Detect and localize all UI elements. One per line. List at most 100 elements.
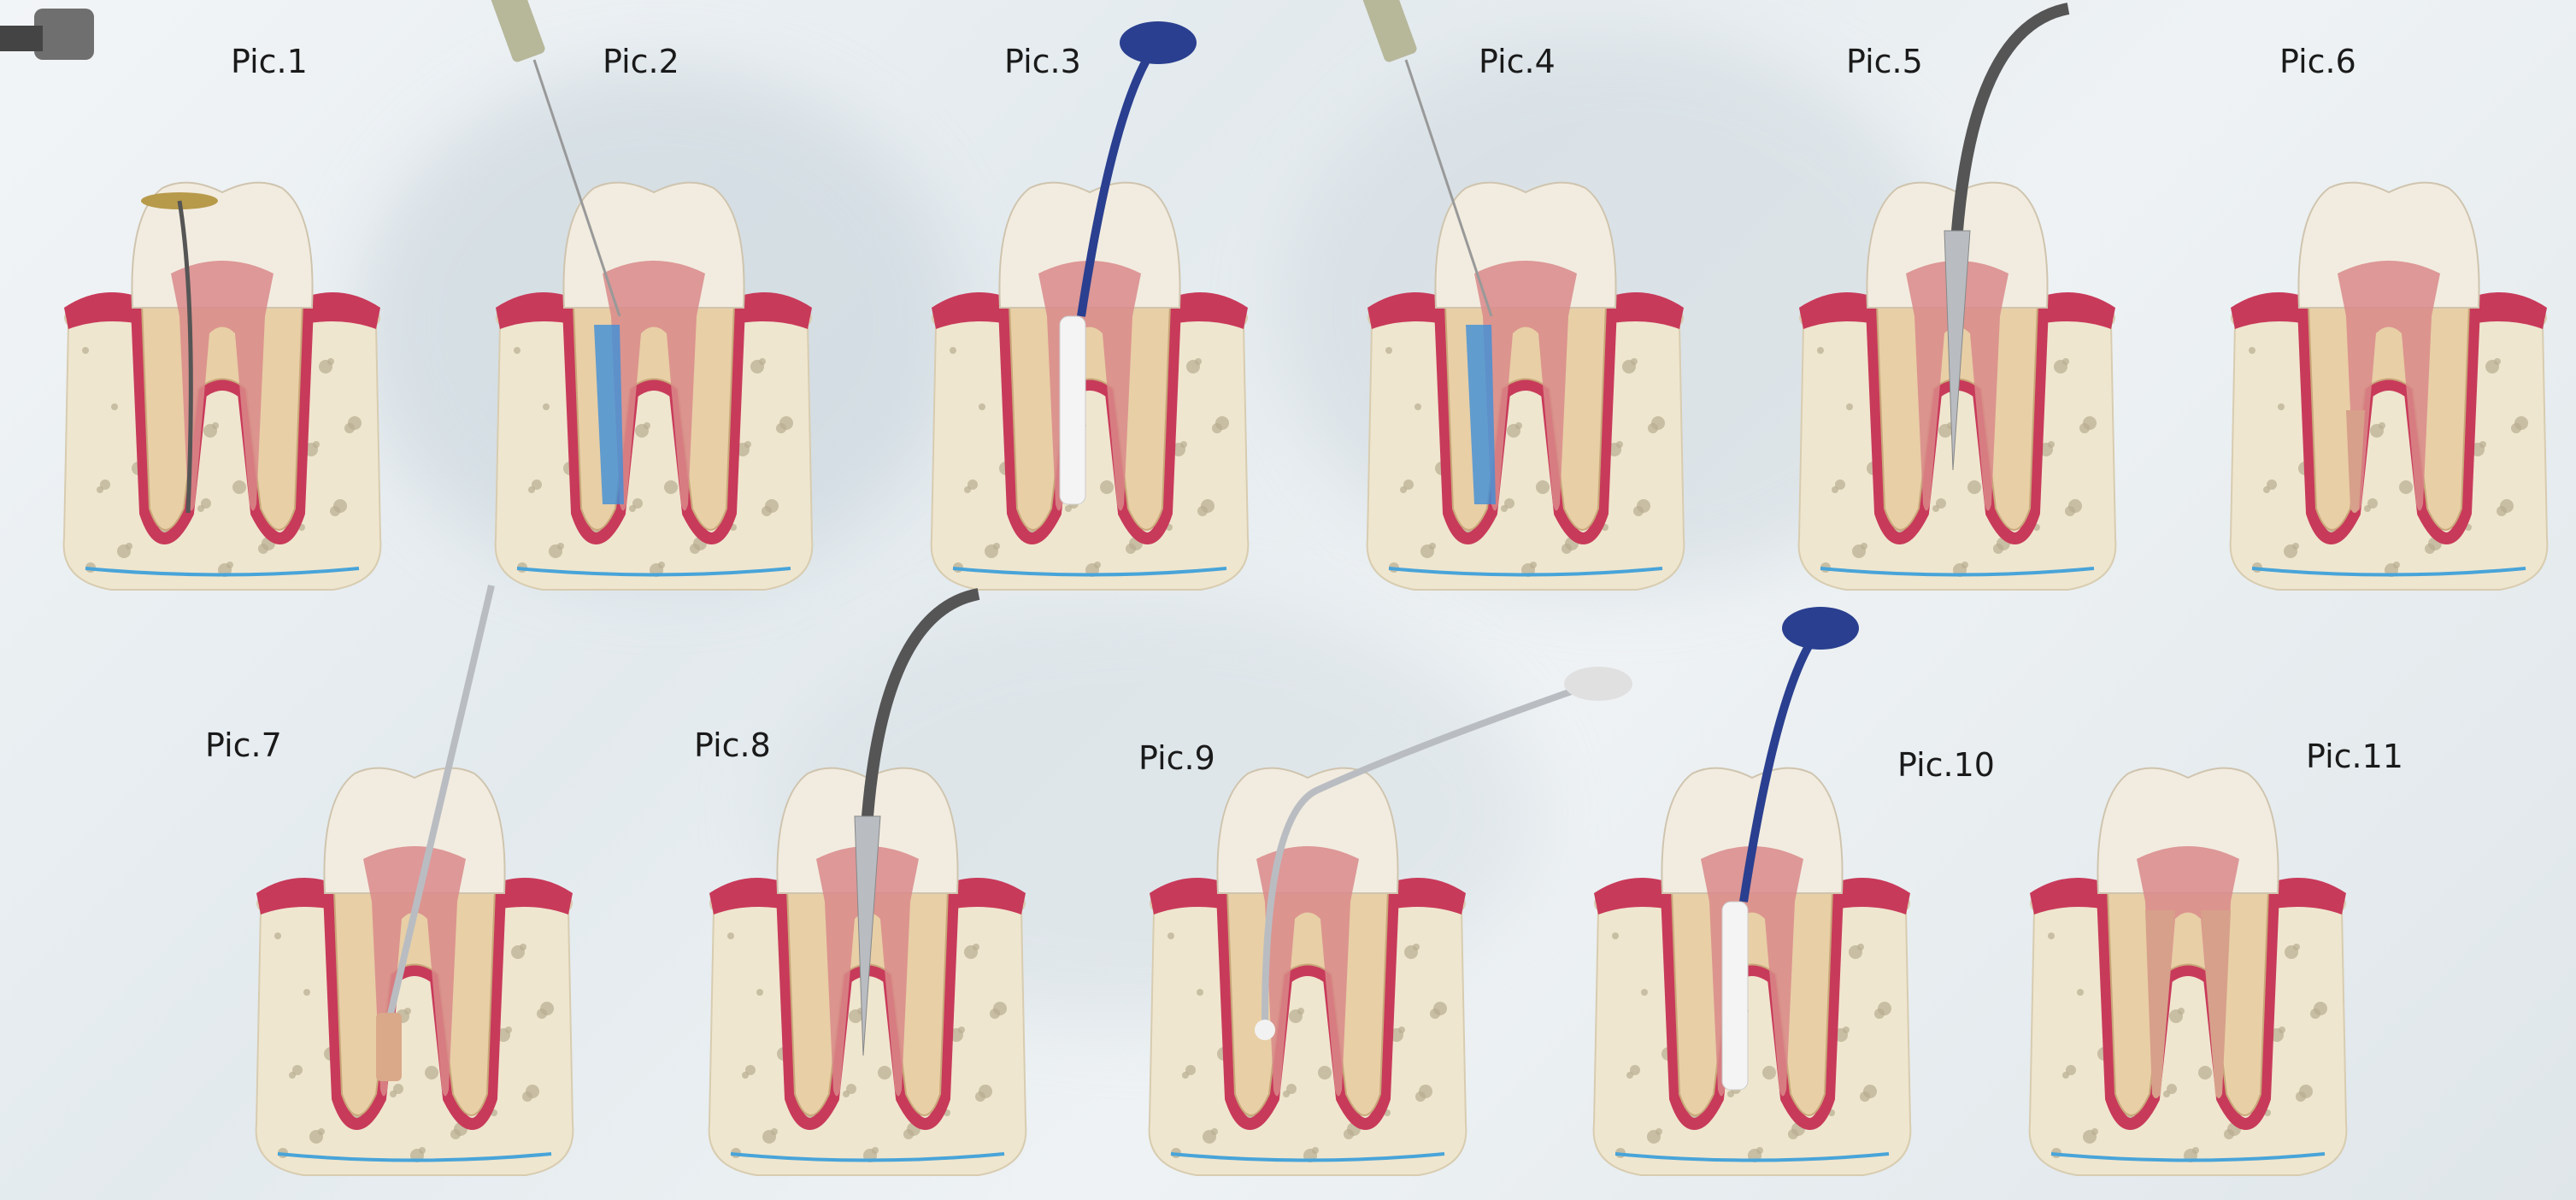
pulp (603, 261, 705, 511)
bone-pore (274, 932, 281, 939)
pulp (1256, 846, 1359, 1097)
gum-left (64, 292, 145, 329)
bone-pore (878, 1066, 891, 1079)
bone-pore (404, 1008, 411, 1015)
bone-pore (993, 1002, 1007, 1015)
gum-right (299, 292, 380, 329)
bone-pore (201, 498, 211, 509)
bone-pore (1536, 480, 1550, 494)
bone-pore (1167, 932, 1174, 939)
bone-pore (348, 416, 362, 430)
bone-pore (126, 543, 132, 550)
nerve (1820, 567, 2095, 577)
instrument (1361, 0, 1496, 504)
bone-pore (292, 1065, 303, 1075)
bone-pore (779, 416, 793, 430)
bone-pore (2249, 347, 2255, 354)
panel-label: Pic.5 (1846, 43, 1923, 80)
gum-right (1167, 292, 1248, 329)
bone-pore (872, 1147, 879, 1154)
pulp (816, 846, 919, 1097)
bone-pore (2062, 358, 2069, 365)
bone-pore (82, 347, 89, 354)
bone-pore (557, 543, 564, 550)
instrument (2346, 410, 2365, 513)
canal-fill-left (2145, 910, 2175, 1098)
panel-label: Pic.3 (1004, 43, 1081, 80)
bone-pore (727, 932, 734, 939)
bone-pore (756, 989, 763, 996)
bone-pore (532, 479, 542, 490)
plugger-handle (862, 588, 980, 817)
apical-fill (2346, 410, 2365, 513)
gutta-percha-cone (376, 1013, 402, 1081)
bone-pore (1286, 1084, 1297, 1094)
syringe-needle (532, 59, 621, 317)
nerve (2251, 567, 2526, 577)
bone-pore (979, 403, 985, 410)
tooth-diagram (1148, 667, 1632, 1176)
cotton-point (1059, 315, 1086, 505)
bone-pore (1878, 1002, 1891, 1015)
instrument (0, 9, 218, 514)
bone-pore (2379, 422, 2385, 429)
bone-pore (1843, 1026, 1850, 1033)
bone-pore (1185, 1065, 1196, 1075)
panel-label: Pic.9 (1138, 739, 1215, 777)
bone-pore (1817, 347, 1824, 354)
bone-pore (1846, 403, 1853, 410)
nerve (277, 1152, 552, 1162)
bone-pore (993, 543, 1000, 550)
bone-pore (100, 479, 110, 490)
bone-pore (327, 358, 334, 365)
endo-file (177, 200, 193, 514)
gum-left (2231, 292, 2312, 329)
bone-pore (2048, 441, 2055, 448)
bone-pore (1419, 1085, 1432, 1098)
bone-pore (644, 422, 650, 429)
bone-pore (1835, 479, 1845, 490)
instrument (1059, 21, 1197, 505)
bone-pore (1651, 416, 1665, 430)
bone-pore (540, 1002, 554, 1015)
bone-pore (1967, 480, 1981, 494)
bone-pore (393, 1084, 403, 1094)
bone-pore (1861, 543, 1867, 550)
bone-pore (745, 1065, 756, 1075)
bone-pore (526, 1085, 539, 1098)
gum-right (731, 292, 812, 329)
bone-pore (333, 499, 347, 513)
instrument (2145, 910, 2231, 1098)
tooth-diagram (1361, 0, 1685, 591)
instrument (854, 588, 980, 1056)
bone-pore (958, 1026, 965, 1033)
bone-pore (2367, 498, 2378, 509)
bone-pore (967, 479, 978, 490)
bone-pore (1201, 499, 1214, 513)
handpiece-head (34, 9, 94, 60)
spreader-shaft (1262, 685, 1583, 1022)
gum-right (944, 878, 1026, 915)
gum-right (1603, 292, 1684, 329)
syringe-needle (1404, 59, 1493, 317)
irrigant (594, 325, 624, 504)
gum-right (1385, 878, 1466, 915)
bone-pore (1863, 1085, 1877, 1098)
tooth-diagram (255, 585, 574, 1176)
irrigant (1466, 325, 1496, 504)
bone-pore (979, 1085, 992, 1098)
bone-pore (313, 441, 320, 448)
syringe-hub (489, 0, 545, 62)
bone-pore (1641, 989, 1648, 996)
handpiece-body (0, 26, 43, 51)
bone-pore (2494, 358, 2501, 365)
bone-pore (425, 1066, 438, 1079)
bone-pore (1504, 498, 1514, 509)
nerve (85, 567, 360, 577)
panel-label: Pic.6 (2279, 43, 2356, 80)
bone-pore (1318, 1066, 1332, 1079)
periodontal-ligament (2096, 887, 2280, 1130)
periodontal-ligament (997, 302, 1182, 544)
bone-pore (1413, 944, 1420, 950)
